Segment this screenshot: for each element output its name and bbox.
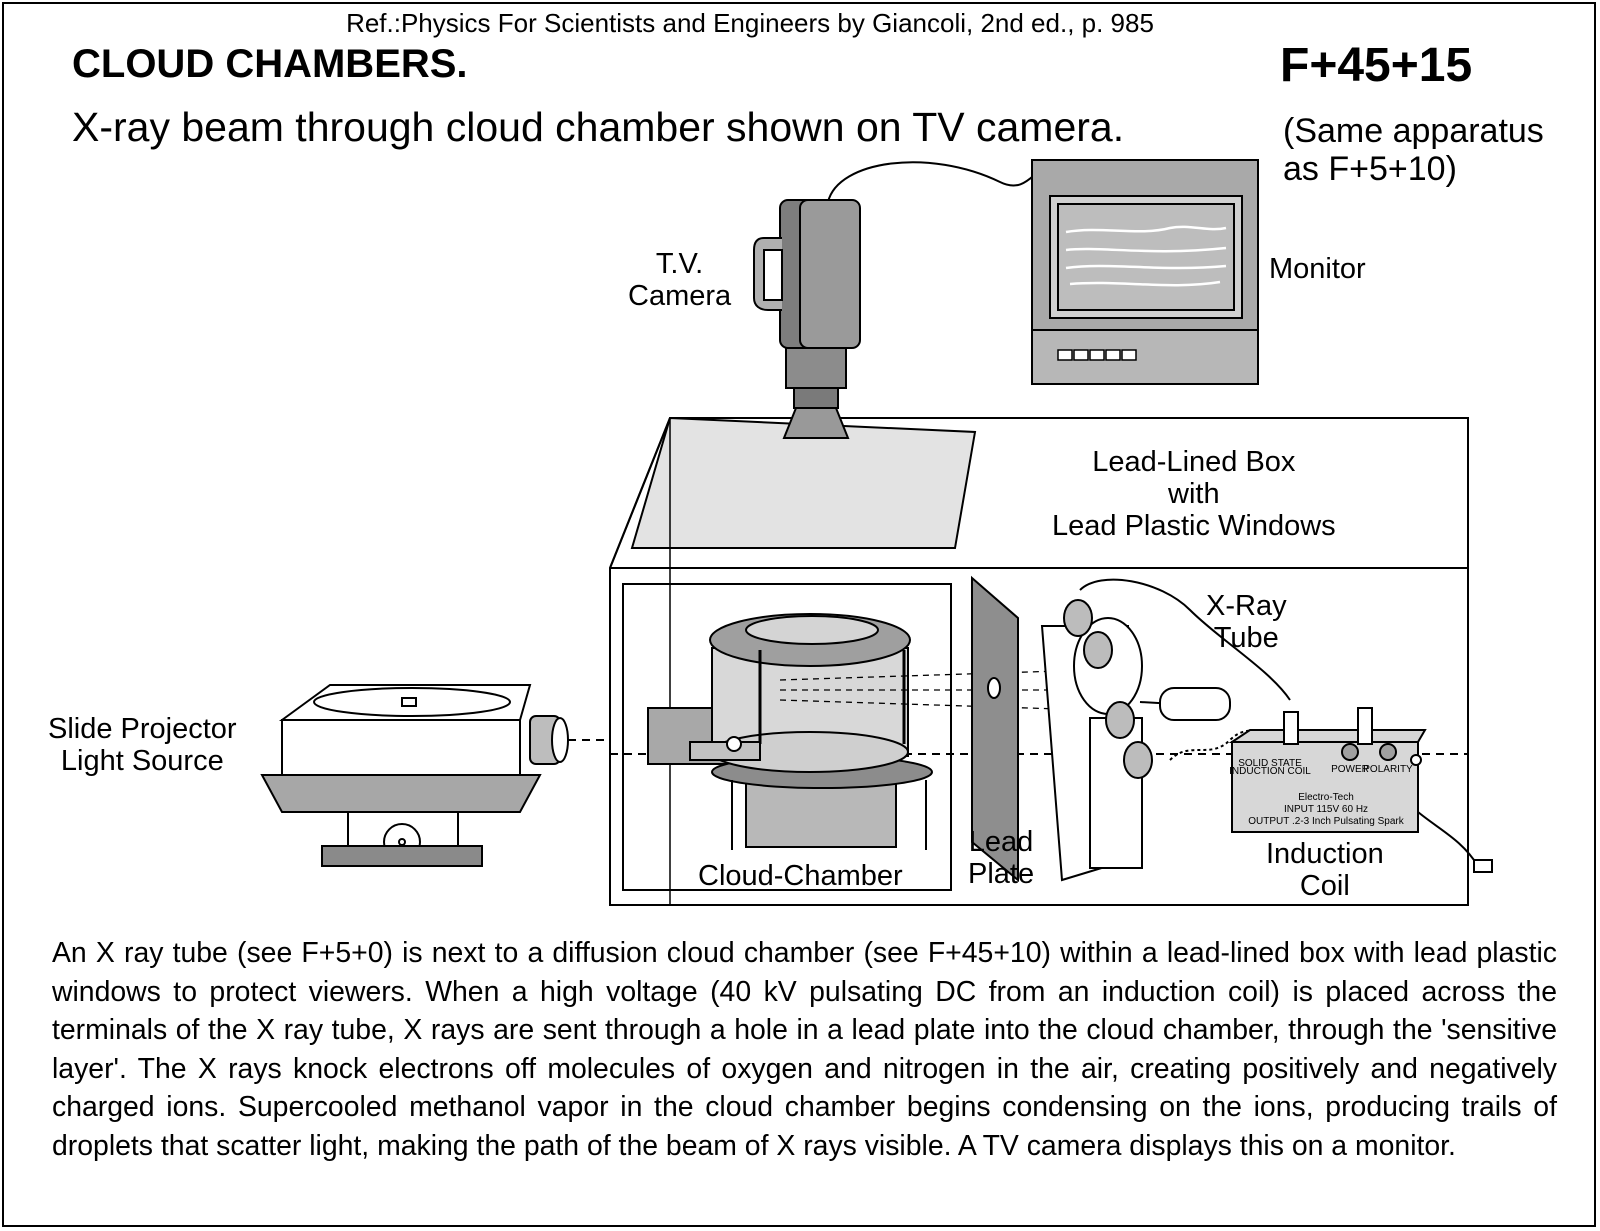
label-induction-coil: Induction Coil [1266, 838, 1384, 902]
label-lead-plate: Lead Plate [968, 826, 1035, 890]
xray-tube-assembly [1040, 578, 1291, 882]
cloud-chamber [647, 613, 933, 850]
page-title: CLOUD CHAMBERS. [72, 42, 468, 86]
label-xray-tube: X-Ray Tube [1206, 590, 1287, 654]
coil-badge-line1: SOLID STATE [1238, 758, 1302, 769]
label-slide-projector: Slide Projector Light Source [48, 713, 237, 777]
demo-code: F+45+15 [1280, 39, 1473, 92]
reference-line: Ref.:Physics For Scientists and Engineer… [346, 8, 1154, 38]
tv-camera [753, 161, 1039, 439]
lead-plate [971, 575, 1019, 883]
label-lead-lined-box: Lead-Lined Box with Lead Plastic Windows [1052, 446, 1336, 542]
monitor [1031, 159, 1259, 385]
xray-beam [779, 669, 1091, 711]
coil-panel-text: SOLID STATE INDUCTION COIL POWER POLARIT… [1229, 758, 1413, 827]
same-apparatus-note: (Same apparatus as F+5+10) [1283, 112, 1544, 188]
coil-input: INPUT 115V 60 Hz [1284, 804, 1368, 815]
description-paragraph: An X ray tube (see F+5+0) is next to a d… [52, 937, 1557, 1162]
coil-power-label: POWER [1331, 764, 1369, 775]
coil-badge-line2: INDUCTION COIL [1229, 766, 1311, 777]
coil-maker: Electro-Tech [1298, 792, 1354, 803]
coil-polarity-label: POLARITY [1363, 764, 1413, 775]
induction-coil [1228, 707, 1493, 873]
page-subtitle: X-ray beam through cloud chamber shown o… [72, 104, 1125, 150]
coil-output: OUTPUT .2-3 Inch Pulsating Spark [1248, 816, 1404, 827]
slide-projector [260, 684, 610, 867]
label-tv-camera: T.V. Camera [628, 248, 732, 312]
label-cloud-chamber: Cloud-Chamber [698, 860, 903, 892]
label-monitor: Monitor [1269, 253, 1366, 285]
